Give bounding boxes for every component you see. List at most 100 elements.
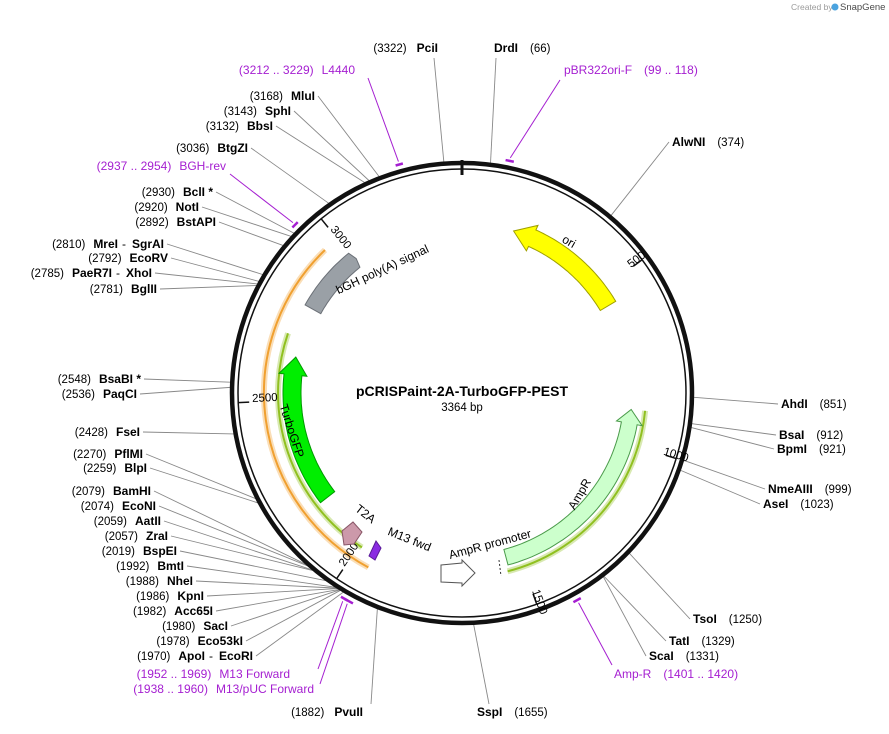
primer-leader-m13-forward <box>317 601 344 670</box>
primer-pbr322ori-f[interactable]: pBR322ori-F(99 .. 118) <box>564 63 698 77</box>
site-nmeaiii[interactable]: NmeAIII(999) <box>768 482 852 496</box>
green-span-amp <box>507 410 647 573</box>
leader-drdi <box>490 57 497 163</box>
site-nhei[interactable]: NheI(1988) <box>126 574 193 588</box>
leader-blpi <box>149 467 258 504</box>
site-pos: (3143) <box>224 106 257 118</box>
site-paqci[interactable]: PaqCI(2536) <box>62 387 137 401</box>
feature-turbogfp[interactable] <box>278 356 336 504</box>
site-pos: (1882) <box>291 707 324 719</box>
site-mlui[interactable]: MluI(3168) <box>250 89 315 103</box>
primer-leader-m13-puc-forward <box>319 603 348 685</box>
site-bpmi[interactable]: BpmI(921) <box>777 442 846 456</box>
feature-ampr[interactable] <box>503 408 644 566</box>
feature-bgh-polya-signal[interactable] <box>304 252 361 315</box>
site-zrai[interactable]: ZraI(2057) <box>105 529 168 543</box>
site-pcii[interactable]: PciI(3322) <box>373 41 438 55</box>
site-pos: (2428) <box>75 427 108 439</box>
site-name: ScaI <box>649 649 674 663</box>
site-bstapi[interactable]: BstAPI(2892) <box>135 215 216 229</box>
site-name: BmtI <box>157 559 184 573</box>
primer-l4440[interactable]: L4440(3212 .. 3229) <box>239 63 355 77</box>
site-sphi[interactable]: SphI(3143) <box>224 104 291 118</box>
site-mrei-sgrai[interactable]: SgrAI-MreI(2810) <box>52 237 164 251</box>
primer-leader-bgh-rev <box>229 173 294 224</box>
site-pos: (2079) <box>72 486 105 498</box>
orange-span <box>263 249 369 569</box>
site-noti[interactable]: NotI(2920) <box>134 200 199 214</box>
restriction-sites[interactable]: DrdI(66) AlwNI(374) AhdI (851) BsaI(912)BpmI… <box>31 41 852 719</box>
primer-amp-r[interactable]: Amp-R(1401 .. 1420) <box>614 667 738 681</box>
leader-zrai <box>170 535 313 571</box>
site-pos: (2019) <box>102 546 135 558</box>
feature-ori[interactable] <box>512 224 617 312</box>
site-bbsi[interactable]: BbsI(3132) <box>206 119 273 133</box>
primer-labels[interactable]: L4440(3212 .. 3229) pBR322ori-F(99 .. 118… <box>97 63 738 696</box>
site-bmti[interactable]: BmtI(1992) <box>116 559 184 573</box>
tick-2000 <box>336 569 344 580</box>
site-name: EcoNI <box>122 499 156 513</box>
site-asei[interactable]: AseI(1023) <box>763 497 834 511</box>
leader-sphi <box>293 110 370 181</box>
site-ahdi[interactable]: AhdI (851) <box>781 397 847 411</box>
site-name: TatI <box>669 634 689 648</box>
leader-bsabi <box>143 378 231 383</box>
site-drdi[interactable]: DrdI(66) <box>494 41 551 55</box>
site-acc65i[interactable]: Acc65I(1982) <box>133 604 213 618</box>
site-apoi-ecori[interactable]: EcoRI-ApoI(1970) <box>137 649 253 663</box>
site-pvuii[interactable]: PvuII(1882) <box>291 705 363 719</box>
site-blpi[interactable]: BlpI(2259) <box>83 461 147 475</box>
primer-m13-puc-forward[interactable]: M13/pUC Forward(1938 .. 1960) <box>133 682 314 696</box>
site-pos: (851) <box>820 399 847 411</box>
tick-1000 <box>665 454 677 460</box>
site-fsei[interactable]: FseI(2428) <box>75 425 140 439</box>
site-pos: (2059) <box>94 516 127 528</box>
site-bspei[interactable]: BspEI(2019) <box>102 544 177 558</box>
site-name: Acc65I <box>174 604 213 618</box>
site-pos: (3036) <box>176 143 209 155</box>
site-bsabi[interactable]: BsaBI *(2548) <box>58 372 142 386</box>
site-aatii[interactable]: AatII(2059) <box>94 514 161 528</box>
green-span <box>277 332 363 549</box>
feature-m13-fwd[interactable] <box>368 540 382 561</box>
site-pflmi[interactable]: PflMI(2270) <box>73 447 143 461</box>
site-bamhi[interactable]: BamHI(2079) <box>72 484 151 498</box>
site-tsoi[interactable]: TsoI(1250) <box>693 612 762 626</box>
plasmid-title: pCRISPaint-2A-TurboGFP-PEST <box>356 383 569 399</box>
site-name: BlpI <box>124 461 147 475</box>
primer-name: Amp-R <box>614 667 652 681</box>
primer-bgh-rev[interactable]: BGH-rev(2937 .. 2954) <box>97 159 226 173</box>
feature-t2a[interactable] <box>341 521 363 546</box>
credit-prefix: Created by <box>791 2 833 12</box>
site-btgzi[interactable]: BtgZI(3036) <box>176 141 248 155</box>
site-scai[interactable]: ScaI(1331) <box>649 649 719 663</box>
site-eco53ki[interactable]: Eco53kI(1978) <box>156 634 243 648</box>
site-pos: (1986) <box>136 591 169 603</box>
feature-ampr-promoter[interactable] <box>440 558 476 588</box>
site-alwni[interactable]: AlwNI(374) <box>672 135 744 149</box>
primer-m13-forward[interactable]: M13 Forward(1952 .. 1969) <box>137 667 290 681</box>
site-separator: - <box>209 649 213 663</box>
site-name: AhdI <box>781 397 808 411</box>
site-sspi[interactable]: SspI(1655) <box>477 705 548 719</box>
primer-leader-amp-r <box>578 602 613 666</box>
primer-range: (2937 .. 2954) <box>97 159 172 173</box>
site-pos: (2930) <box>142 187 175 199</box>
site-saci[interactable]: SacI(1980) <box>162 619 228 633</box>
site-bsai[interactable]: BsaI(912) <box>779 428 843 442</box>
site-paer7i-xhoi[interactable]: XhoI-PaeR7I(2785) <box>31 266 152 280</box>
leader-econi <box>158 505 308 566</box>
site-tati[interactable]: TatI(1329) <box>669 634 735 648</box>
site-bcli[interactable]: BclI *(2930) <box>142 185 214 199</box>
leader-ahdi <box>693 396 779 405</box>
site-bglii[interactable]: BglII(2781) <box>90 282 157 296</box>
site-name: BpmI <box>777 442 807 456</box>
site-kpni[interactable]: KpnI(1986) <box>136 589 204 603</box>
primer-mark-l4440 <box>395 162 404 167</box>
site-pos: (2792) <box>88 253 121 265</box>
site-name: BbsI <box>247 119 273 133</box>
site-ecorv[interactable]: EcoRV(2792) <box>88 251 168 265</box>
site-pos: (2781) <box>90 284 123 296</box>
site-name-2: XhoI <box>126 266 152 280</box>
site-econi[interactable]: EcoNI(2074) <box>81 499 156 513</box>
